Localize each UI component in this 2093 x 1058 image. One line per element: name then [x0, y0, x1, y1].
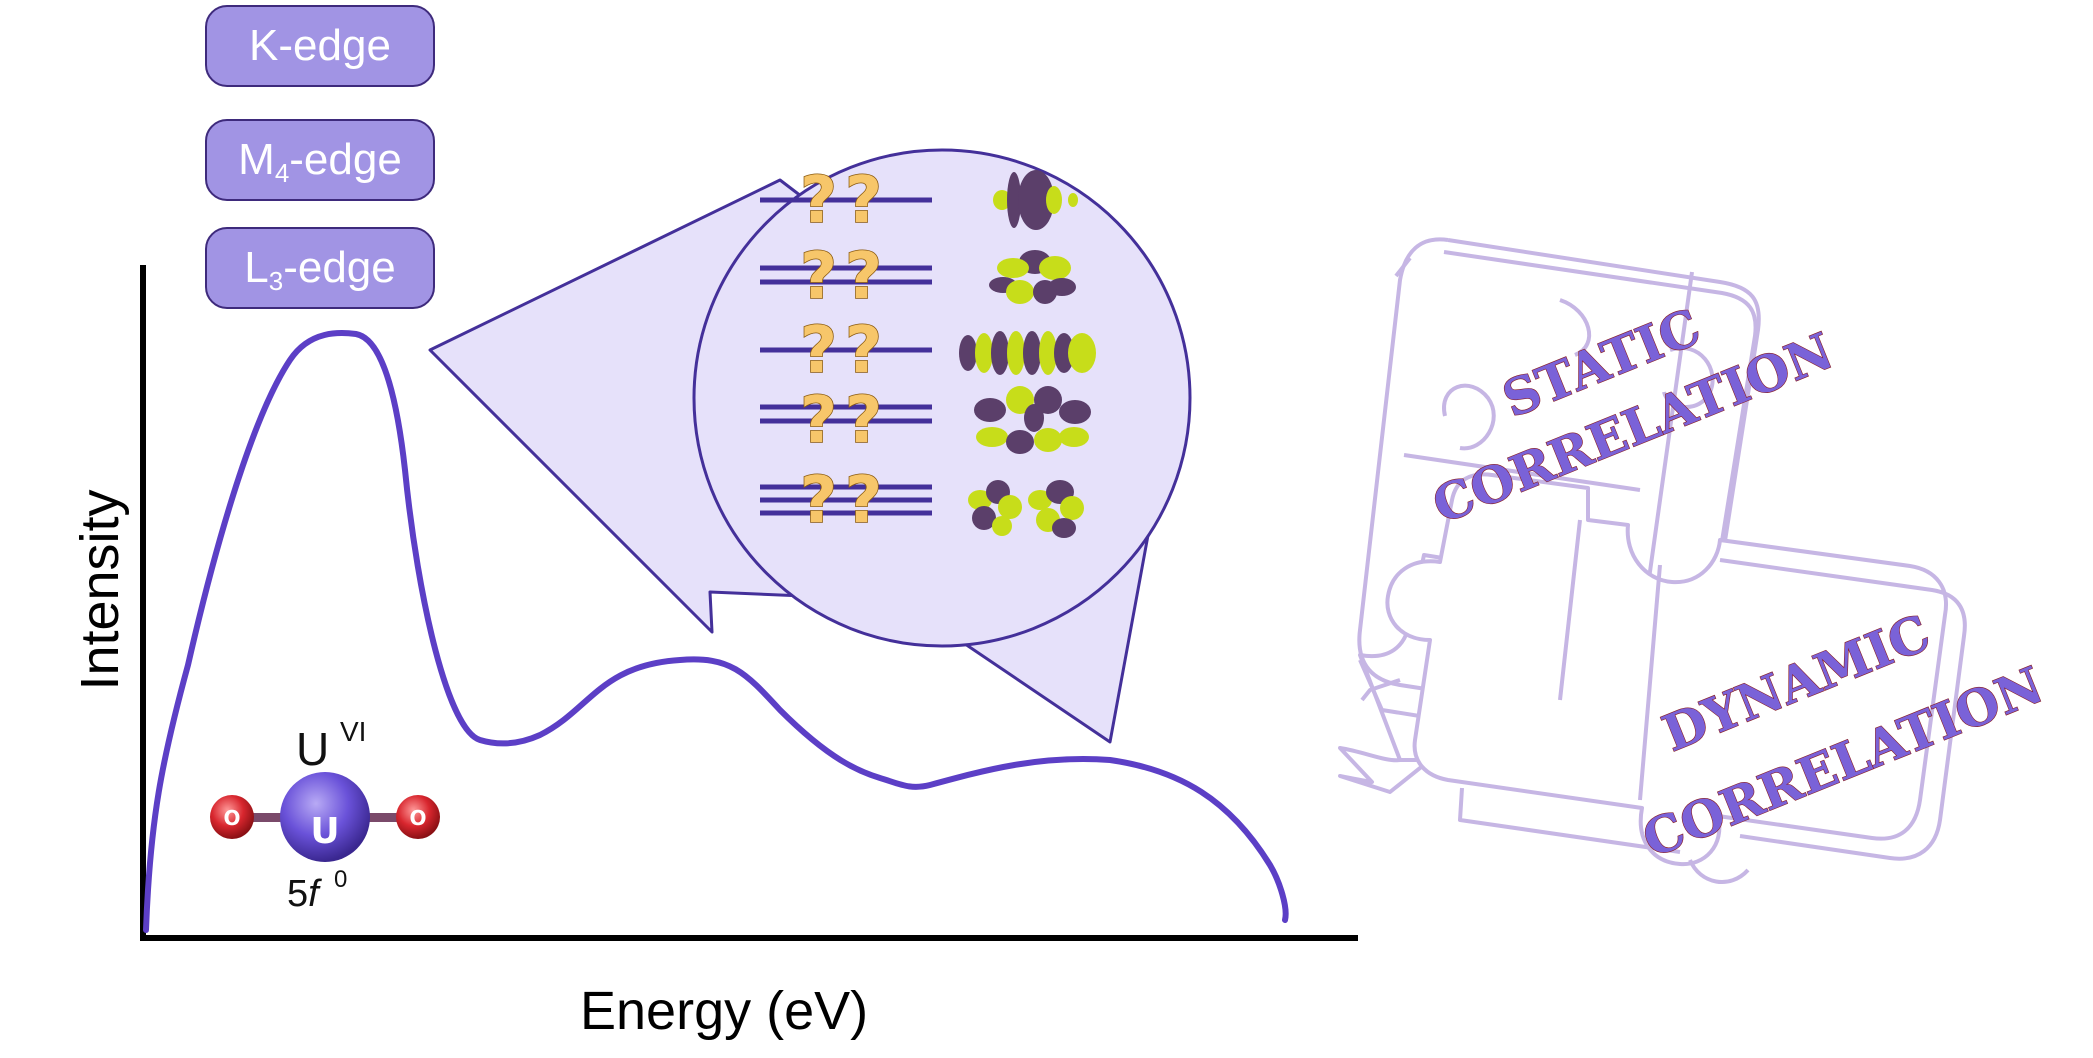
xas-spectrum-curve — [143, 330, 1289, 933]
k-edge-button[interactable]: K-edge — [205, 5, 435, 87]
orbital-2-icon — [989, 250, 1076, 304]
orbital-callout-bubble — [692, 148, 1192, 648]
orbital-5b-icon — [1028, 480, 1084, 538]
correlation-puzzle — [1338, 237, 1967, 885]
question-mark-3b: ? — [845, 314, 882, 388]
question-mark-4b: ? — [845, 384, 882, 458]
m4-edge-button[interactable]: M4-edge — [205, 119, 435, 201]
orbital-1-icon — [993, 170, 1078, 230]
m4-edge-base: M — [238, 135, 275, 184]
question-mark-2a: ? — [800, 240, 837, 314]
question-mark-2b: ? — [845, 240, 882, 314]
uranyl-molecule: O O U — [210, 772, 440, 862]
electron-config-label: 5f — [287, 873, 319, 916]
oxygen-atom-right — [396, 795, 440, 839]
l3-edge-suffix: -edge — [283, 243, 396, 292]
config-orbital: f — [308, 873, 319, 915]
l3-edge-subscript: 3 — [268, 266, 284, 296]
orbital-3-icon — [959, 331, 1096, 375]
l3-edge-button[interactable]: L3-edge — [205, 227, 435, 309]
uranium-symbol-label: U — [296, 723, 330, 775]
energy-level-diagram: ? ? ? ? ? ? ? ? ? ? — [760, 163, 932, 539]
question-mark-5b: ? — [845, 464, 882, 538]
question-mark-5a: ? — [800, 464, 837, 538]
orbital-images — [959, 170, 1096, 538]
config-base: 5 — [287, 873, 309, 915]
orbital-5a-icon — [968, 480, 1022, 536]
oxygen-atom-left — [210, 795, 254, 839]
m4-edge-subscript: 4 — [274, 158, 290, 188]
uo-bond-right — [356, 813, 418, 822]
oxygen-left-label: O — [223, 806, 240, 830]
uranium-atom-label: U — [310, 811, 339, 852]
oxygen-right-label: O — [409, 806, 426, 830]
y-axis-label: Intensity — [70, 489, 130, 691]
question-mark-3a: ? — [800, 314, 837, 388]
uo-bond-left — [232, 813, 294, 822]
l3-edge-base: L — [244, 243, 269, 292]
question-mark-1a: ? — [800, 164, 837, 238]
m4-edge-suffix: -edge — [289, 135, 402, 184]
question-mark-4a: ? — [800, 384, 837, 458]
x-axis-label: Energy (eV) — [580, 981, 869, 1041]
oxidation-state-label: VI — [340, 716, 367, 747]
uranium-atom — [280, 772, 370, 862]
electron-config-exponent: 0 — [334, 866, 348, 893]
question-mark-1b: ? — [845, 164, 882, 238]
orbital-4-icon — [974, 386, 1091, 454]
k-edge-label: K-edge — [249, 21, 391, 70]
